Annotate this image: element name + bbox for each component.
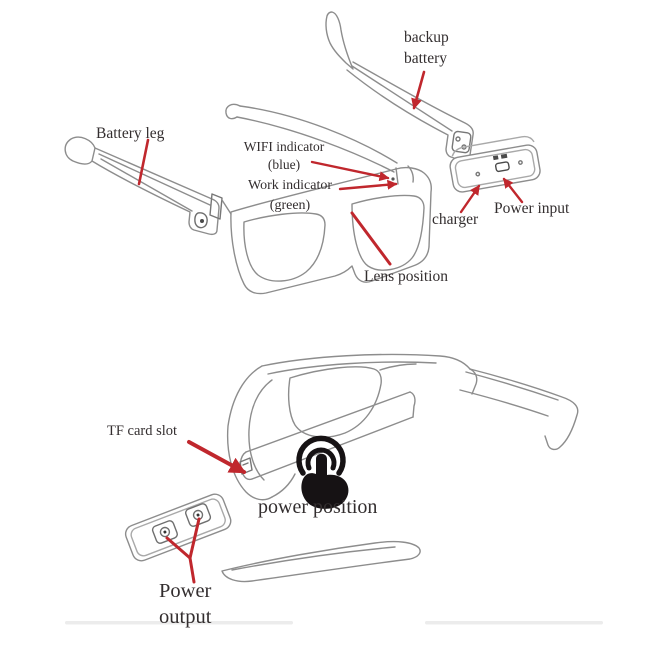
charger-drawing: [449, 135, 541, 193]
lens-position-label: Lens position: [364, 268, 448, 285]
detached-temple-drawing: [221, 540, 421, 583]
power-position-label: power position: [258, 496, 378, 518]
power-output-pointer-right: [188, 517, 201, 560]
backup-battery-label: backup battery: [404, 27, 449, 69]
tf-card-slot-label: TF card slot: [107, 423, 178, 439]
work-indicator-label-line1: Work indicator: [247, 178, 332, 193]
top-annotation-arrows: [137, 70, 524, 266]
power-output-box-drawing: [124, 493, 232, 562]
battery-leg-pointer-line: [137, 138, 150, 186]
wifi-indicator-label-line2: (blue): [267, 157, 301, 172]
wifi-indicator-label: WIFI indicator (blue): [233, 138, 335, 174]
work-indicator-label: Work indicator (green): [236, 176, 344, 216]
power-output-label: Power output: [159, 578, 211, 630]
power-output-label-line1: Power: [159, 580, 212, 602]
page-artifact-bands: [65, 621, 603, 625]
wifi-indicator-label-line1: WIFI indicator: [243, 139, 325, 154]
charger-arrow: [459, 184, 481, 214]
power-output-pointer-stem: [188, 556, 196, 584]
tf-card-slot-arrow: [187, 440, 247, 474]
backup-battery-label-line2: battery: [404, 50, 448, 67]
bottom-annotation-arrows: [165, 440, 247, 584]
power-output-pointer-left: [165, 536, 192, 560]
work-indicator-arrow: [338, 179, 398, 191]
glasses-frame-top-drawing: [209, 103, 432, 295]
power-input-label: Power input: [494, 200, 570, 217]
glasses-bottom-drawing: [226, 353, 579, 501]
work-indicator-label-line2: (green): [269, 198, 311, 213]
battery-leg-drawing: [64, 136, 220, 236]
wifi-indicator-arrow: [310, 160, 390, 182]
lens-position-pointer-line: [350, 211, 392, 266]
power-input-arrow: [502, 177, 524, 204]
battery-leg-label: Battery leg: [96, 125, 165, 142]
tap-gesture-icon: [296, 435, 349, 509]
charger-label: charger: [432, 211, 479, 228]
backup-battery-arrow: [411, 70, 426, 110]
backup-battery-label-line1: backup: [404, 29, 449, 46]
power-output-label-line2: output: [159, 606, 212, 628]
